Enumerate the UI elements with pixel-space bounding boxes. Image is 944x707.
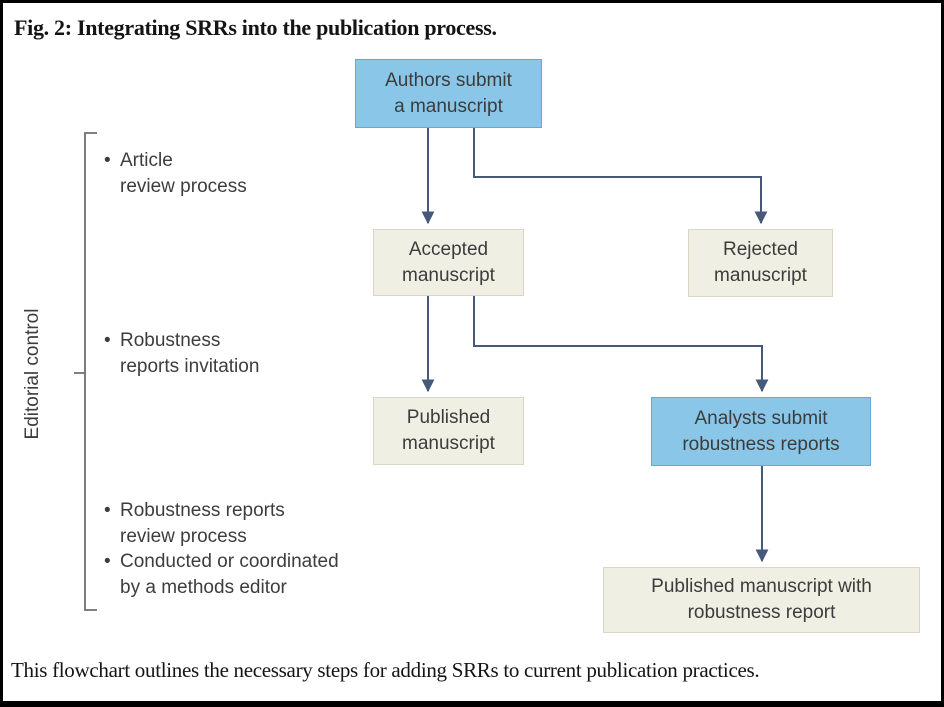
node-published-manuscript: Published manuscript [373,397,524,465]
editorial-control-label: Editorial control [22,308,43,440]
node-rejected-manuscript: Rejected manuscript [688,229,833,297]
node-analysts-submit: Analysts submit robustness reports [651,397,871,466]
figure-title: Fig. 2: Integrating SRRs into the public… [14,15,497,40]
bullet-text: Robustness reports review process [120,500,285,547]
bullet-text: Robustness reports invitation [120,330,260,377]
node-accepted-manuscript: Accepted manuscript [373,229,524,296]
bullet-icon: • [104,150,111,171]
bullet-icon: • [104,330,111,351]
bullet-article-review: • Article review process [104,148,247,200]
edge-accepted-to-analysts [473,296,769,393]
bullet-text: Article review process [120,150,247,197]
edge-authors-to-rejected [473,128,768,225]
bullet-icon: • [104,500,111,521]
bullet-reports-invitation: • Robustness reports invitation [104,328,259,380]
node-published-with-report: Published manuscript with robustness rep… [603,567,920,633]
figure-caption: This flowchart outlines the necessary st… [11,658,760,682]
bullet-reports-review: • Robustness reports review process [104,498,285,550]
bullet-methods-editor: • Conducted or coordinated by a methods … [104,549,339,601]
bullet-icon: • [104,551,111,572]
editorial-control-bracket [74,132,97,611]
node-authors-submit: Authors submit a manuscript [355,59,542,128]
bullet-text: Conducted or coordinated by a methods ed… [120,551,339,598]
